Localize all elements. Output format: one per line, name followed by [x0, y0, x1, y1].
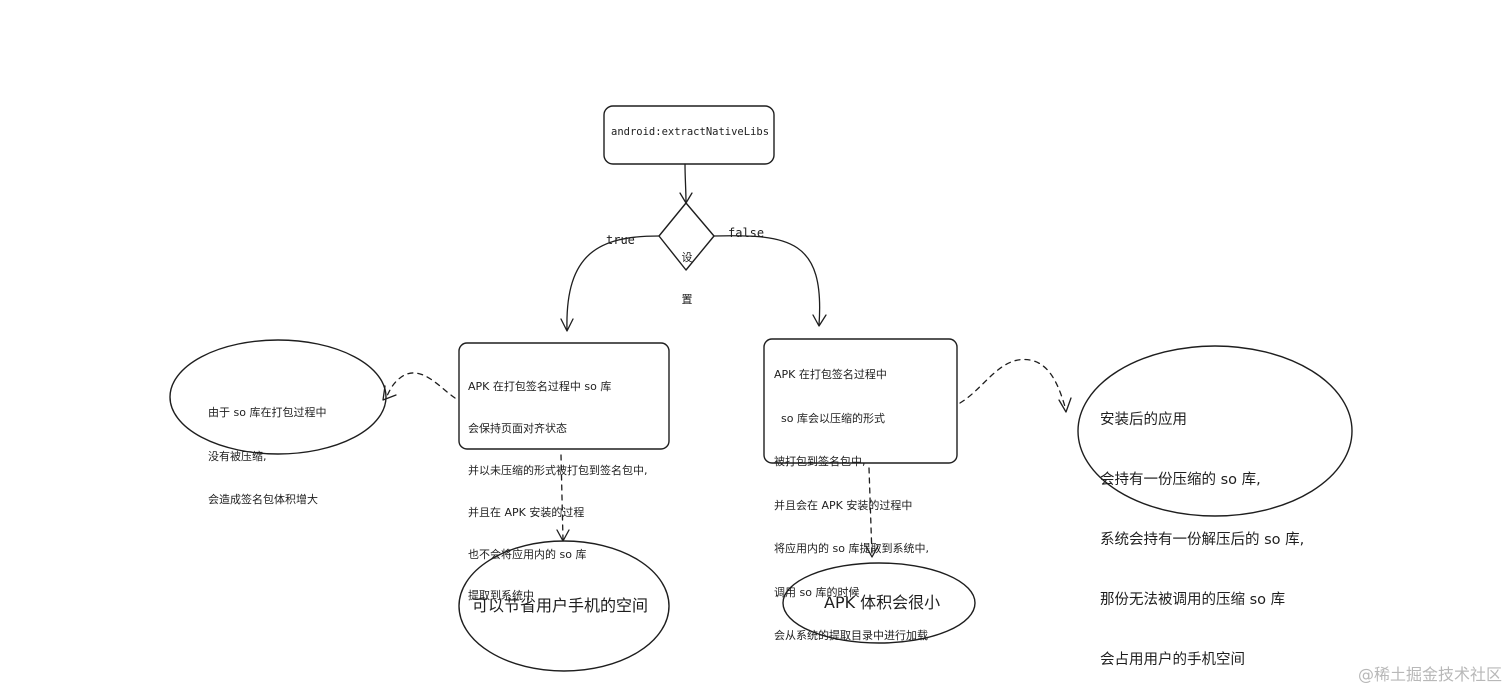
right-note-line: 系统会持有一份解压后的 so 库,: [1100, 532, 1305, 548]
left-process-line: 并以未压缩的形式被打包到签名包中,: [468, 463, 648, 477]
start-node-box[interactable]: [603, 105, 775, 165]
left-process-line: 会保持页面对齐状态: [468, 421, 567, 435]
arrow-left-box-to-result: [560, 454, 564, 541]
decision-label-line: 置: [681, 293, 693, 307]
right-process-line: 并且会在 APK 安装的过程中: [774, 498, 913, 512]
decision-label: 设 置: [675, 222, 699, 322]
left-note-line: 没有被压缩,: [208, 449, 267, 463]
left-result-text: 可以节省用户手机的空间: [472, 596, 649, 615]
right-process-text: APK 在打包签名过程中 so 库会以压缩的形式 被打包到签名包中, 并且会在 …: [774, 339, 929, 658]
right-note-line: 会占用用户的手机空间: [1100, 652, 1245, 668]
right-note-ellipse[interactable]: [1077, 345, 1353, 517]
right-note-text: 安装后的应用 会持有一份压缩的 so 库, 系统会持有一份解压后的 so 库, …: [1100, 370, 1304, 690]
start-node-label: android:extractNativeLibs: [611, 126, 770, 138]
right-process-line: so 库会以压缩的形式: [774, 411, 885, 425]
right-note-line: 安装后的应用: [1100, 412, 1187, 428]
arrow-right-box-to-result: [868, 467, 873, 557]
right-process-line: 被打包到签名包中,: [774, 455, 866, 469]
arrow-right-box-to-note: [959, 358, 1067, 411]
right-process-line: 将应用内的 so 库提取到系统中,: [774, 542, 929, 556]
arrow-left-box-to-result-head: [556, 529, 570, 542]
edge-label-false: false: [728, 226, 765, 240]
left-process-line: APK 在打包签名过程中 so 库: [468, 379, 612, 393]
left-note-line: 由于 so 库在打包过程中: [208, 406, 327, 420]
right-note-line: 会持有一份压缩的 so 库,: [1100, 472, 1261, 488]
right-process-line: APK 在打包签名过程中: [774, 368, 887, 382]
left-process-line: 提取到系统中: [468, 589, 534, 603]
arrow-left-box-to-note: [385, 372, 456, 399]
arrow-start-to-decision: [684, 163, 687, 204]
edge-label-true: true: [606, 233, 635, 247]
right-process-line: 调用 so 库的时候: [774, 585, 860, 599]
arrow-true-head: [560, 318, 574, 332]
decision-diamond[interactable]: [658, 202, 715, 271]
arrow-start-to-decision-head: [679, 192, 693, 204]
watermark-text: @稀土掘金技术社区: [1357, 665, 1502, 684]
right-process-line: 会从系统的提取目录中进行加载: [774, 629, 928, 643]
left-note-ellipse[interactable]: [169, 339, 387, 455]
arrow-true: [566, 235, 660, 331]
decision-label-line: 设: [681, 250, 693, 264]
arrow-false: [713, 235, 821, 326]
right-result-ellipse[interactable]: [782, 562, 976, 644]
right-result-text: APK 体积会很小: [824, 593, 941, 612]
left-process-text: APK 在打包签名过程中 so 库 会保持页面对齐状态 并以未压缩的形式被打包到…: [468, 352, 648, 617]
arrow-right-box-to-note-head: [1058, 397, 1072, 413]
arrow-right-box-to-result-head: [865, 545, 879, 558]
left-result-ellipse[interactable]: [458, 540, 670, 672]
right-process-box[interactable]: [763, 338, 958, 464]
left-process-line: 也不会将应用内的 so 库: [468, 547, 587, 561]
left-process-line: 并且在 APK 安装的过程: [468, 505, 585, 519]
left-note-line: 会造成签名包体积增大: [208, 493, 318, 507]
left-process-box[interactable]: [458, 342, 670, 450]
arrow-left-box-to-note-head: [382, 385, 397, 401]
right-note-line: 那份无法被调用的压缩 so 库: [1100, 592, 1286, 608]
arrow-false-head: [812, 314, 827, 327]
left-note-text: 由于 so 库在打包过程中 没有被压缩, 会造成签名包体积增大: [208, 377, 326, 522]
